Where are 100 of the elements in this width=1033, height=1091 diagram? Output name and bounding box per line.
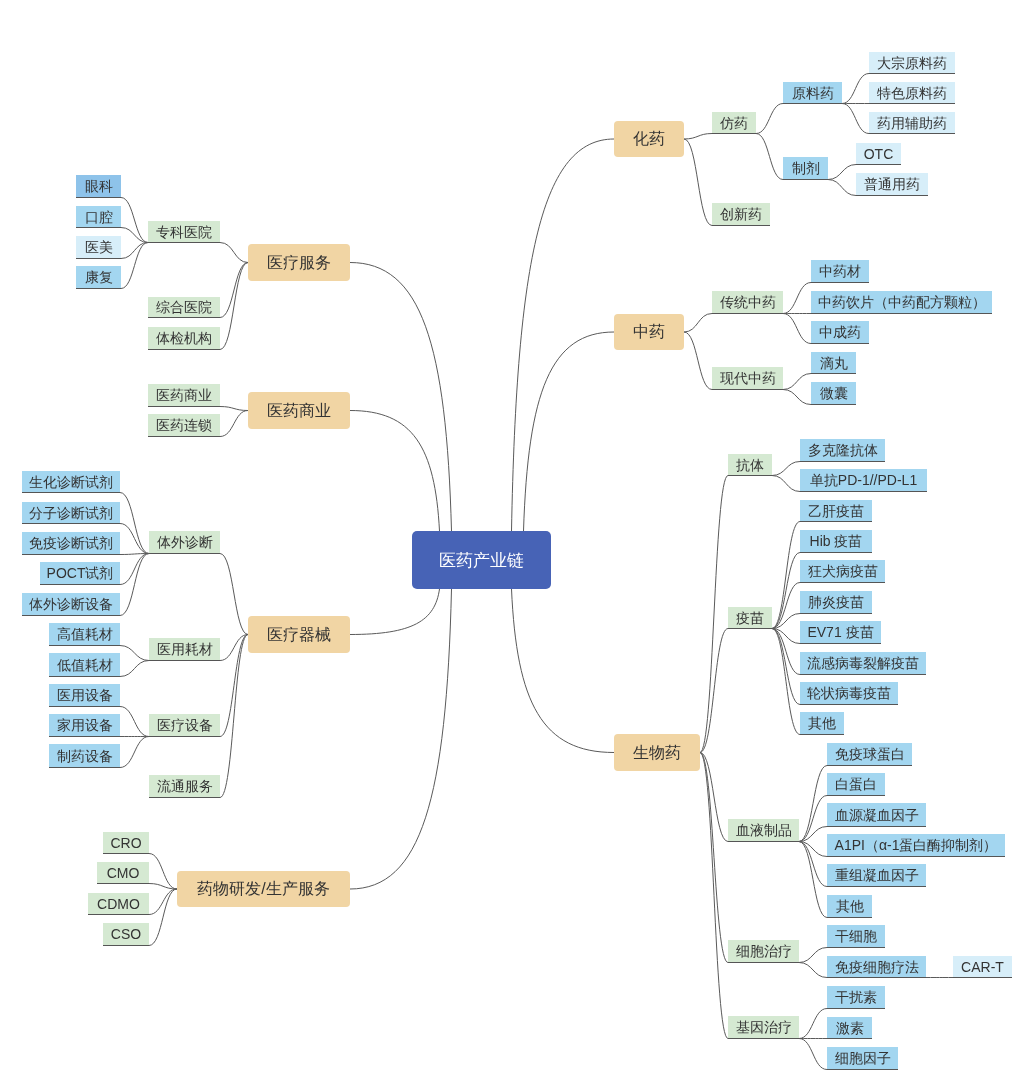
connector-line (219, 634, 249, 798)
detail-topic-box: 特色原料药 (869, 82, 955, 104)
connector-line (782, 282, 812, 314)
connector-line (925, 977, 954, 978)
connector-line (771, 628, 801, 735)
detail-topic-box: 其他 (827, 895, 872, 918)
detail-topic-box: 中成药 (811, 321, 869, 344)
connector-line (148, 888, 178, 915)
detail-topic-box: 大宗原料药 (869, 52, 955, 74)
connector-line (699, 628, 729, 753)
connector-line (798, 795, 828, 842)
subtopic-box: 细胞治疗 (728, 940, 799, 963)
detail-topic-box: 分子诊断试剂 (22, 502, 120, 524)
subtopic-box: CRO (103, 832, 149, 854)
detail-topic-box: 细胞因子 (827, 1047, 898, 1070)
detail-topic-box: 中药饮片（中药配方颗粒） (811, 291, 992, 314)
detail-topic-box: 多克隆抗体 (800, 439, 885, 462)
detail-topic-box: 其他 (800, 712, 844, 735)
connector-line (120, 227, 149, 243)
subtopic-box: CMO (97, 862, 149, 884)
subtopic-box: 医用耗材 (149, 638, 220, 661)
detail-topic-box: 体外诊断设备 (22, 593, 120, 616)
connector-line (148, 888, 178, 946)
connector-line (523, 331, 615, 532)
detail-topic-box: 家用设备 (49, 714, 120, 737)
detail-topic-box: 制剂 (783, 157, 828, 180)
main-topic-box: 化药 (614, 121, 684, 157)
subtopic-box: CSO (103, 923, 149, 946)
connector-line (699, 752, 729, 963)
detail-topic-box: 轮状病毒疫苗 (800, 682, 898, 705)
connector-line (798, 841, 828, 918)
connector-line (683, 331, 713, 390)
subtopic-box: 流通服务 (149, 775, 220, 798)
connector-line (683, 138, 713, 226)
connector-line (219, 410, 249, 437)
detail-topic-box: 免疫球蛋白 (827, 743, 912, 766)
detail-topic-box: 医用设备 (49, 684, 120, 707)
subtopic-box: 体检机构 (148, 327, 220, 350)
detail-topic-box: 口腔 (76, 206, 121, 228)
connector-line (699, 475, 729, 753)
connector-line (771, 582, 801, 629)
connector-line (798, 765, 828, 842)
detail-topic-box: A1PI（α-1蛋白酶抑制剂） (827, 834, 1005, 857)
detail-topic-box: Hib 疫苗 (800, 530, 872, 553)
connector-line (699, 752, 729, 842)
subtopic-box: 疫苗 (728, 607, 772, 629)
subtopic-box: CDMO (88, 893, 149, 915)
detail-topic-box: 微囊 (811, 382, 856, 405)
subtopic-box: 仿药 (712, 112, 756, 134)
connector-line (798, 1008, 828, 1039)
connector-line (148, 883, 178, 890)
connector-line (699, 752, 729, 1039)
detail-topic-box: 免疫诊断试剂 (22, 532, 120, 555)
detail-topic-box: 单抗PD-1//PD-L1 (800, 469, 927, 492)
subtopic-box: 基因治疗 (728, 1016, 799, 1039)
connector-line (771, 628, 801, 675)
connector-line (827, 179, 857, 196)
detail-topic-box: 流感病毒裂解疫苗 (800, 652, 926, 675)
detail-topic-box: POCT试剂 (40, 562, 120, 585)
subtopic-box: 医疗设备 (149, 714, 220, 737)
connector-line (219, 634, 249, 661)
subtopic-box: 综合医院 (148, 297, 220, 318)
subtopic-box: 医药商业 (148, 384, 220, 407)
connector-line (219, 553, 249, 635)
connector-line (119, 492, 150, 554)
connector-line (349, 588, 440, 635)
connector-line (511, 138, 615, 532)
main-topic-box: 医药商业 (248, 392, 350, 429)
connector-line (683, 313, 713, 333)
connector-line (219, 262, 249, 350)
detail-topic-box: 白蛋白 (827, 773, 885, 796)
main-topic-box: 生物药 (614, 734, 700, 771)
connector-line (119, 736, 150, 768)
detail-topic-box: 医美 (76, 236, 121, 259)
detail-topic-box: 中药材 (811, 260, 869, 283)
connector-line (841, 103, 870, 134)
subtopic-box: 血液制品 (728, 819, 799, 842)
detail-topic-box: 狂犬病疫苗 (800, 560, 885, 583)
connector-line (119, 553, 150, 616)
connector-line (219, 262, 249, 318)
connector-line (119, 660, 150, 677)
detail-topic-box: 生化诊断试剂 (22, 471, 120, 493)
detail-topic-box: 滴丸 (811, 352, 856, 374)
connector-line (219, 242, 249, 263)
connector-line (798, 962, 828, 978)
connector-line (511, 588, 615, 753)
detail-topic-box: 干细胞 (827, 925, 885, 948)
detail-topic-box: 高值耗材 (49, 623, 120, 646)
connector-line (782, 389, 812, 405)
detail-topic-box: 眼科 (76, 175, 121, 198)
connector-line (798, 841, 828, 887)
detail-topic-box: 重组凝血因子 (827, 864, 926, 887)
connector-line (755, 103, 784, 134)
detail-topic-box: EV71 疫苗 (800, 621, 881, 644)
main-topic-box: 医疗服务 (248, 244, 350, 281)
subtopic-box: 抗体 (728, 454, 772, 476)
detail-topic-box: 激素 (827, 1017, 872, 1039)
detail-topic-box: 制药设备 (49, 744, 120, 768)
connector-line (755, 133, 784, 180)
subtopic-box: 传统中药 (712, 291, 783, 314)
